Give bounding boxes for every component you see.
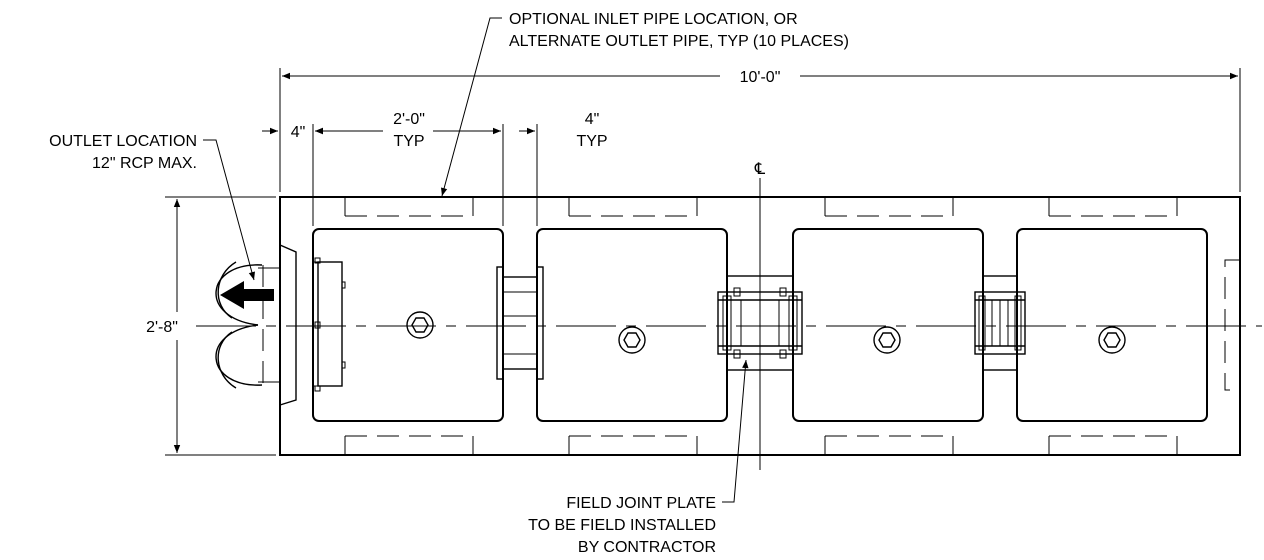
chamber-width-typ-label: TYP [393,133,424,150]
outlet-flow-arrow [220,281,274,309]
chamber-width-label: 2'-0" [393,111,425,128]
chamber-3 [792,228,984,422]
inlet-note-line1: OPTIONAL INLET PIPE LOCATION, OR [509,11,798,28]
field-joint-plate-secondary [974,275,1026,371]
inlet-note-line2: ALTERNATE OUTLET PIPE, TYP (10 PLACES) [509,33,849,50]
joint-note-line3: BY CONTRACTOR [578,539,716,556]
joint-note-line1: FIELD JOINT PLATE [566,495,716,512]
outlet-note-leader [203,139,255,281]
width-dimension-vertical [165,196,276,456]
joint-note-leader [722,359,749,503]
drain-fitting-2 [618,326,646,354]
overall-length-label: 10'-0" [740,69,781,86]
joint-note-line2: TO BE FIELD INSTALLED [528,517,716,534]
inlet-note-leader [440,17,502,197]
width-dimension-label: 2'-8" [146,319,178,336]
wall-thickness-label-left: 4" [291,124,306,141]
wall-thickness-label-typ: 4" [585,111,600,128]
chamber-width-dimension [315,124,504,226]
outlet-pipe [215,244,346,406]
overall-length-dimension [279,68,1241,192]
chamber-2 [536,228,728,422]
drain-fitting-4 [1098,326,1126,354]
outlet-note-line2: 12" RCP MAX. [92,155,197,172]
chamber-4 [1016,228,1208,422]
connector-1-2 [496,266,544,380]
drain-fitting-3 [873,326,901,354]
outlet-note-line1: OUTLET LOCATION [49,133,197,150]
wall-thickness-typ-label: TYP [576,133,607,150]
centerline-symbol: ℄ [754,161,766,178]
optional-pipe-locations [344,197,1240,455]
wall-thickness-dimension-typ [519,124,538,226]
drain-fitting-1 [406,311,434,339]
